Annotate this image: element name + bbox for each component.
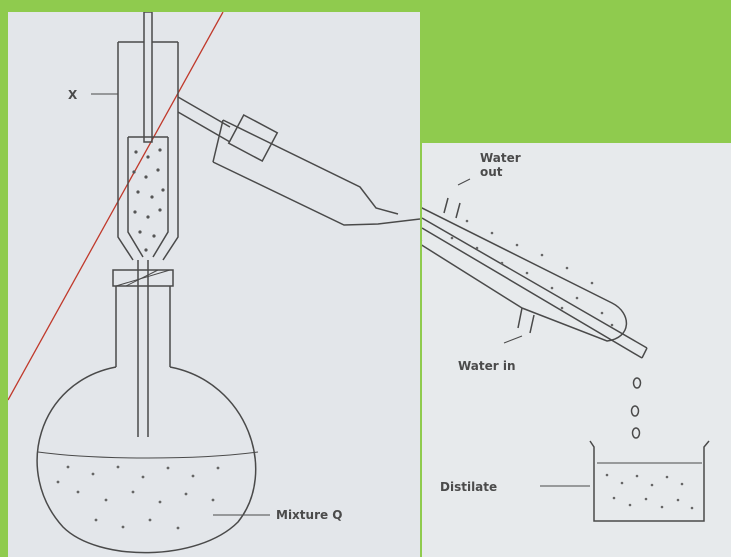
round-bottom-flask xyxy=(37,367,256,553)
apparatus-photo-right: Water out Water in Distilate xyxy=(422,143,731,557)
condenser-water-dots xyxy=(451,220,614,327)
beaker xyxy=(590,441,709,521)
condenser-left xyxy=(213,120,420,225)
distilate-dots xyxy=(606,474,694,510)
condenser-jacket xyxy=(422,203,626,341)
drop-1 xyxy=(634,378,641,388)
condenser-inner-tube xyxy=(422,218,647,358)
label-mixture: Mixture Q xyxy=(276,508,343,522)
side-arm xyxy=(178,97,230,142)
apparatus-photo-left: X Mixture Q xyxy=(8,12,420,557)
drop-3 xyxy=(633,428,640,438)
mixture-dots xyxy=(57,466,220,530)
label-water-out: Water out xyxy=(480,151,521,179)
label-water-in: Water in xyxy=(458,359,516,373)
label-distilate: Distilate xyxy=(440,480,497,494)
label-x: X xyxy=(68,88,77,102)
water-out-nozzle xyxy=(444,198,460,218)
condenser-drawing xyxy=(422,143,731,557)
condenser-cork xyxy=(229,115,278,161)
drop-2 xyxy=(632,406,639,416)
thermometer xyxy=(144,12,152,142)
packing-beads xyxy=(132,148,164,251)
fractionating-column xyxy=(118,42,178,260)
